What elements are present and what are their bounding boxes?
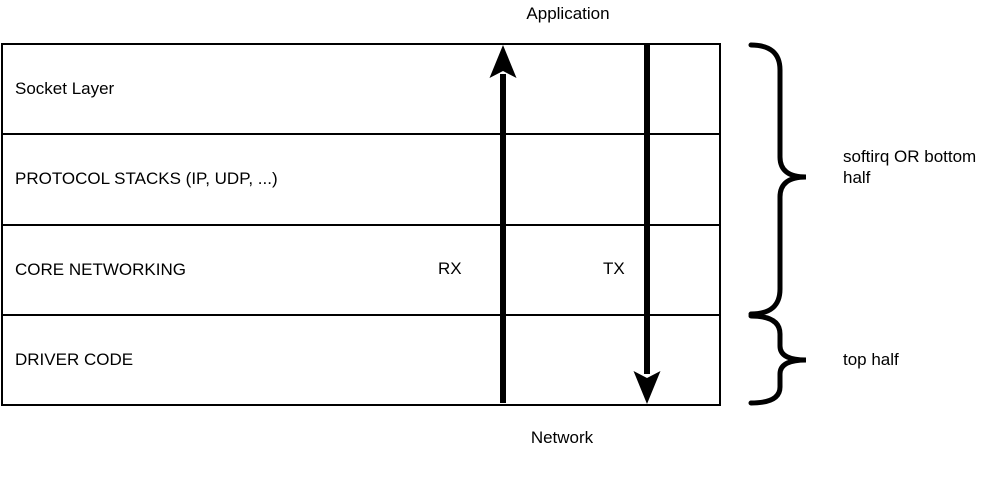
layer-label-core-networking: CORE NETWORKING [15, 259, 186, 279]
tx-label: TX [603, 259, 625, 278]
network-label: Network [530, 428, 594, 447]
top-half-label: top half [843, 350, 899, 369]
layer-label-driver-code: DRIVER CODE [15, 349, 134, 369]
softirq-brace-icon [748, 42, 807, 317]
top-half-brace-icon [748, 313, 807, 406]
softirq-bottom-half-label: softirq OR bottom half [843, 147, 977, 187]
layer-label-socket: Socket Layer [15, 79, 115, 99]
layer-row-socket: Socket Layer [3, 45, 719, 136]
stack-layers-table: Socket Layer PROTOCOL STACKS (IP, UDP, .… [1, 43, 721, 406]
layer-row-driver-code: DRIVER CODE [3, 316, 719, 404]
rx-label: RX [438, 259, 462, 278]
layer-row-core-networking: CORE NETWORKING [3, 226, 719, 316]
layer-label-protocol-stacks: PROTOCOL STACKS (IP, UDP, ...) [15, 169, 278, 189]
layer-row-protocol-stacks: PROTOCOL STACKS (IP, UDP, ...) [3, 135, 719, 226]
application-label: Application [526, 4, 610, 23]
